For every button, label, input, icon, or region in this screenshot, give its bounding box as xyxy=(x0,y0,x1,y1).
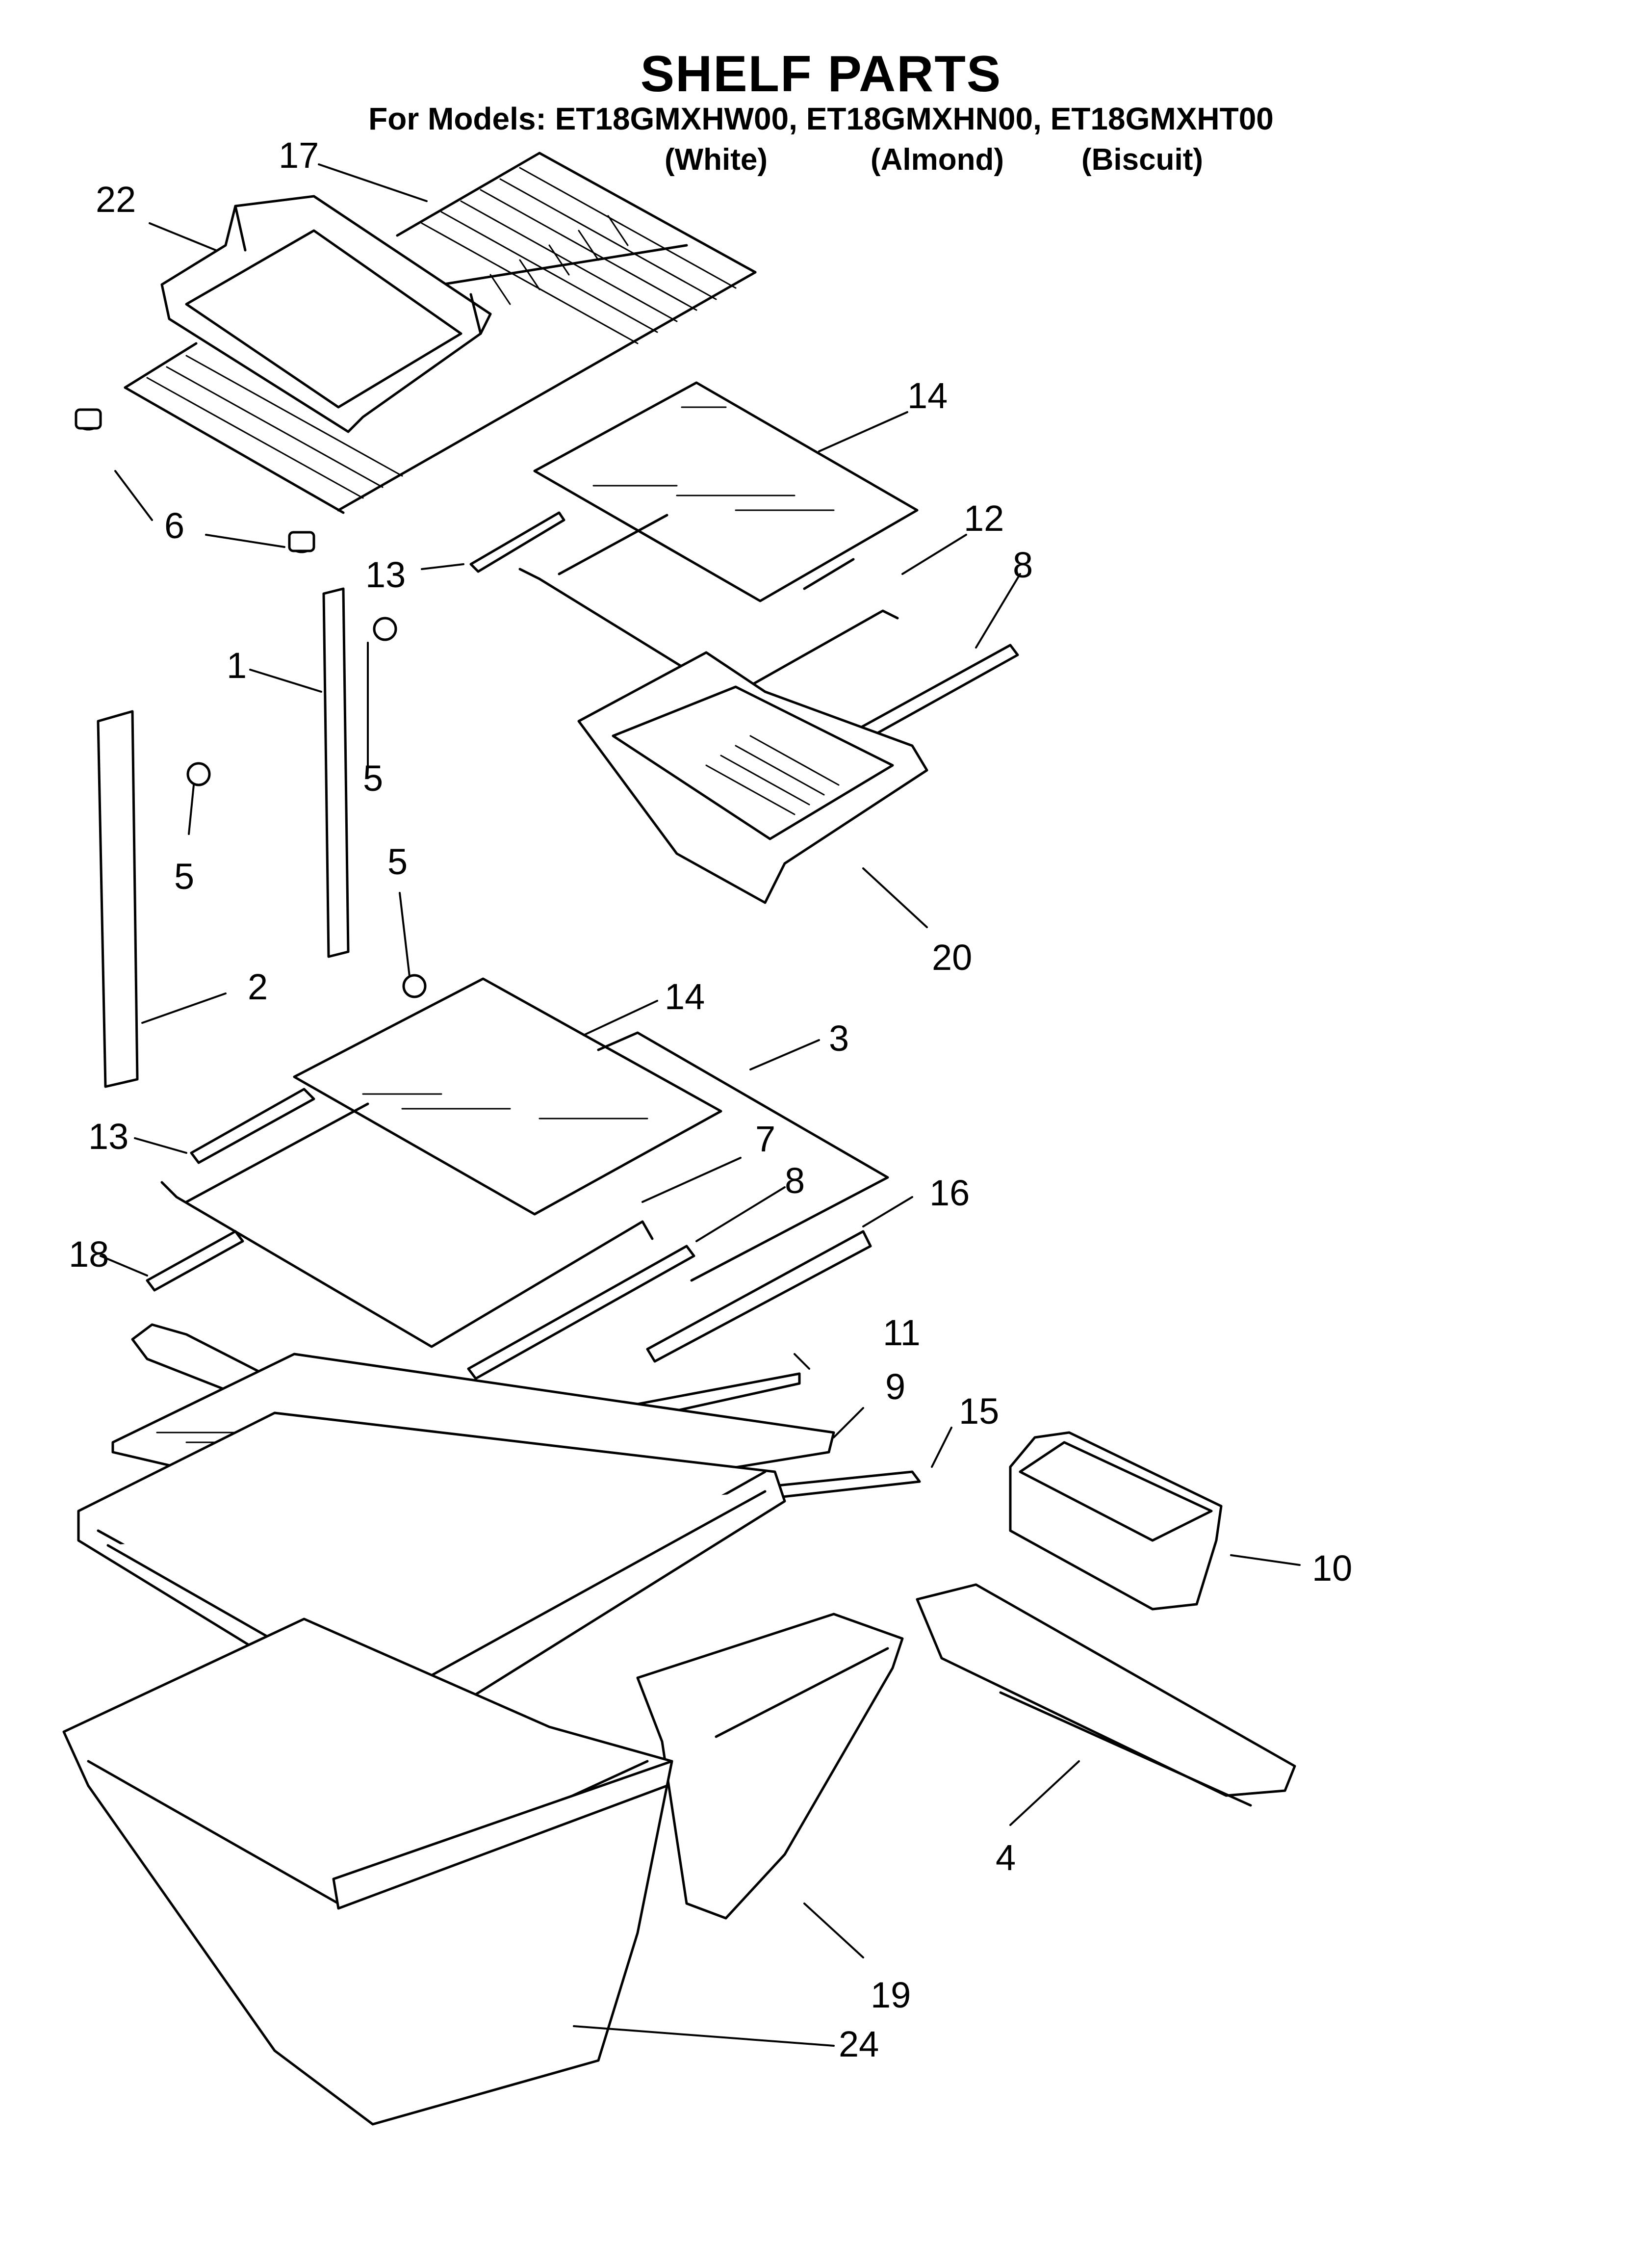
part-glass-shelf-3 xyxy=(597,1031,889,1282)
part-trim-16 xyxy=(646,1230,872,1363)
callout-22: 22 xyxy=(96,179,136,220)
part-trim-13-lower xyxy=(190,1088,315,1164)
callout-14-lower: 14 xyxy=(665,976,705,1017)
part-rail-2 xyxy=(97,710,139,1088)
callout-8-top: 8 xyxy=(1013,545,1033,585)
callout-15: 15 xyxy=(959,1391,1000,1432)
callout-5-upper: 5 xyxy=(363,758,384,799)
variant-biscuit: (Biscuit) xyxy=(1081,143,1203,177)
leader-lines xyxy=(100,163,1301,2047)
callout-19: 19 xyxy=(871,1975,911,2015)
part-crisper-drawer-19 xyxy=(636,1613,904,1920)
part-bin-22 xyxy=(160,195,492,433)
callout-10: 10 xyxy=(1312,1548,1353,1589)
callout-4: 4 xyxy=(996,1837,1016,1878)
part-glass-shelf-14-lower xyxy=(293,977,722,1216)
callout-13-lower: 13 xyxy=(88,1116,129,1157)
part-trim-18 xyxy=(146,1230,244,1292)
callout-20: 20 xyxy=(932,937,973,978)
variant-white: (White) xyxy=(665,143,768,177)
callout-1: 1 xyxy=(227,645,247,686)
callout-3: 3 xyxy=(829,1018,849,1059)
part-shelf-frame-7 xyxy=(160,1102,654,1348)
part-rail-1 xyxy=(322,587,350,958)
page-title: SHELF PARTS xyxy=(640,46,1002,103)
part-crisper-cover-frame xyxy=(77,1411,786,1748)
part-trim-13-top xyxy=(469,511,565,573)
variant-almond: (Almond) xyxy=(871,143,1004,177)
part-screws-5 xyxy=(186,617,427,998)
callout-13-top: 13 xyxy=(365,554,406,595)
callout-17: 17 xyxy=(279,135,319,176)
models-line: For Models: ET18GMXHW00, ET18GMXHN00, ET… xyxy=(368,101,1274,136)
callout-2: 2 xyxy=(248,966,268,1007)
part-rail-4 xyxy=(916,1583,1296,1807)
callout-18: 18 xyxy=(69,1234,109,1275)
callout-11: 11 xyxy=(883,1312,921,1353)
part-bin-10 xyxy=(1009,1431,1223,1611)
callout-6: 6 xyxy=(164,505,185,546)
part-crisper-drawer-24 xyxy=(62,1617,673,2126)
callout-24: 24 xyxy=(839,2024,879,2064)
callout-12: 12 xyxy=(964,498,1004,539)
callout-8-lower: 8 xyxy=(785,1160,805,1201)
callout-5-left: 5 xyxy=(174,856,195,897)
callout-14-top: 14 xyxy=(907,375,948,416)
callout-16: 16 xyxy=(929,1173,970,1213)
part-glass-shelf-14-top xyxy=(533,381,919,602)
part-trim-8-lower xyxy=(467,1245,695,1380)
part-wire-shelf-17 xyxy=(124,152,757,514)
callout-5-lower: 5 xyxy=(387,841,408,882)
part-pegs-6 xyxy=(75,408,315,553)
callout-7: 7 xyxy=(755,1119,776,1159)
callout-9: 9 xyxy=(885,1366,906,1407)
part-crisper-pan-20 xyxy=(577,651,928,904)
